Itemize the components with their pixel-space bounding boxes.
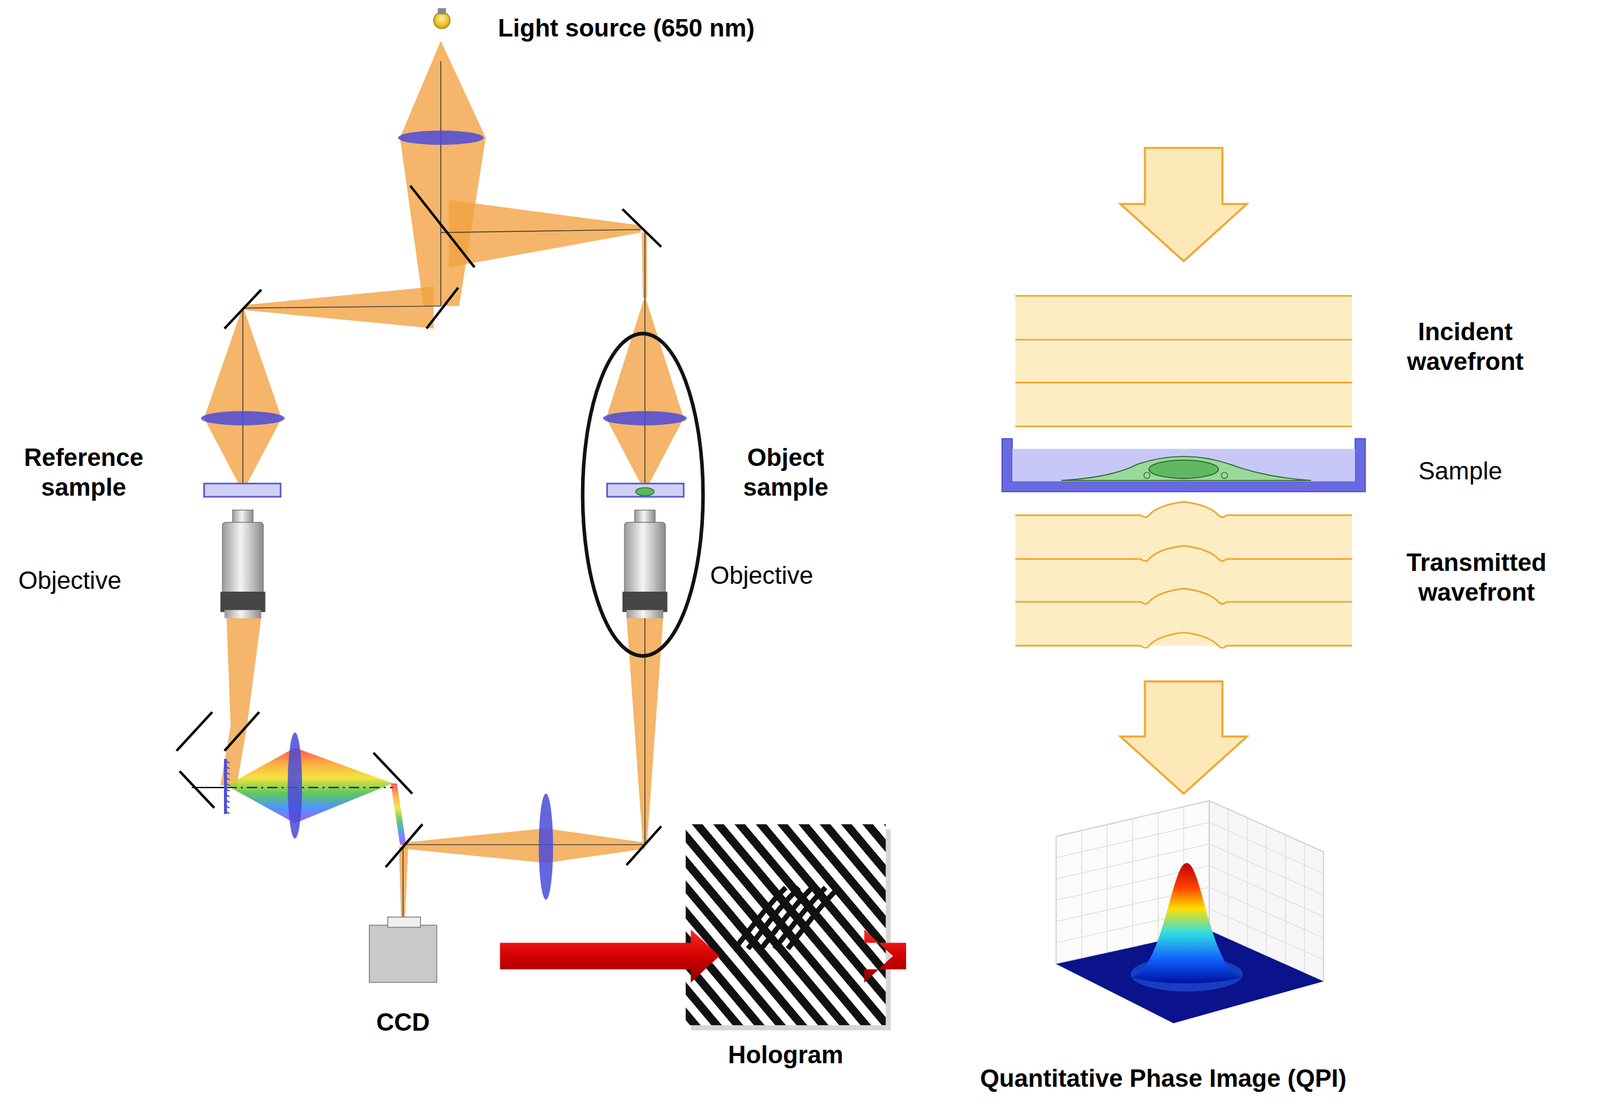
figure-label: Objective — [710, 560, 874, 591]
hologram-image: Hologram — [678, 821, 894, 1077]
node-label: Quantitative Phase Image (QPI) — [938, 1063, 1388, 1094]
figure-label: Object sample — [724, 442, 847, 503]
figure-label: Reference sample — [7, 442, 161, 503]
flow-arrow — [864, 929, 907, 984]
figure-label: Sample — [1418, 456, 1551, 487]
node-label: Hologram — [678, 1040, 894, 1071]
figure-label: Incident wavefront — [1376, 317, 1555, 377]
ccd-camera: CCD — [346, 913, 460, 1041]
figure-label: Light source (650 nm) — [497, 13, 835, 44]
figure-label: Objective — [18, 565, 182, 596]
figure-label: Transmitted wavefront — [1379, 547, 1574, 608]
flow-arrow — [500, 929, 720, 984]
qpi-plot: Quantitative Phase Image (QPI) — [938, 836, 1388, 1103]
node-label: CCD — [346, 1007, 460, 1038]
